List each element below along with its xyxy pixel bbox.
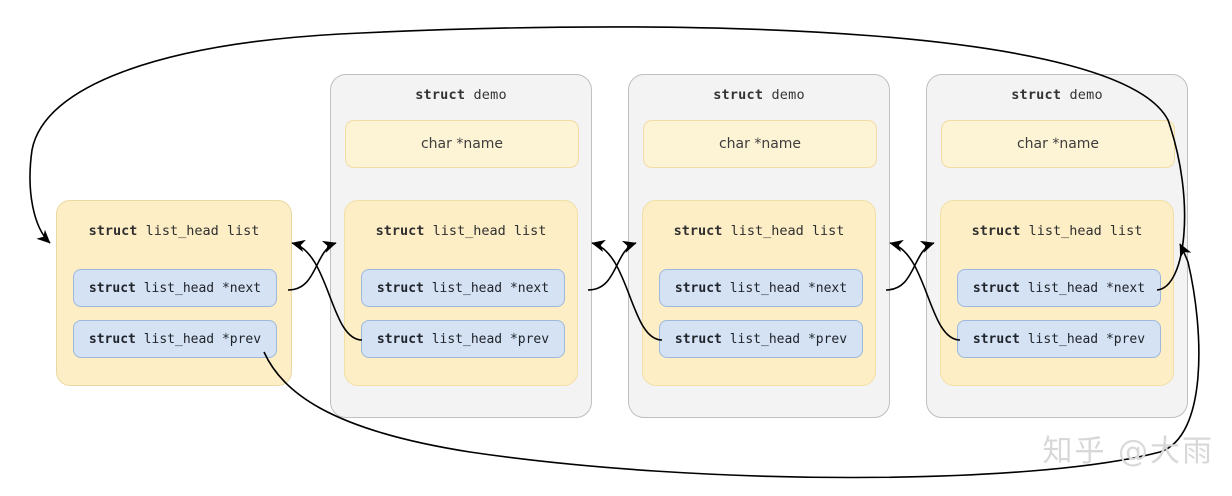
demo-node-2-list-head-title: struct list_head list	[643, 223, 875, 239]
demo-node-1-prev-label: list_head *prev	[431, 331, 550, 347]
demo-node-1-next-pointer[interactable]: struct list_head *next	[361, 269, 565, 307]
head-prev-keyword: struct	[88, 331, 136, 347]
demo-node-2-next-label: list_head *next	[729, 280, 848, 296]
demo-node-3-title: struct demo	[927, 87, 1187, 103]
demo-node-2-name-field[interactable]: char *name	[643, 120, 877, 168]
head-next-keyword: struct	[88, 280, 136, 296]
demo-node-3-prev-keyword: struct	[972, 331, 1020, 347]
demo-node-1-prev-keyword: struct	[376, 331, 424, 347]
head-next-label: list_head *next	[143, 280, 262, 296]
demo-node-2-keyword: struct	[713, 87, 764, 103]
demo-node-3-prev-label: list_head *prev	[1027, 331, 1146, 347]
demo-node-2-next-pointer[interactable]: struct list_head *next	[659, 269, 863, 307]
head-prev-label: list_head *prev	[143, 331, 262, 347]
demo-node-3-next-keyword: struct	[972, 280, 1020, 296]
demo-node-1-prev-pointer[interactable]: struct list_head *prev	[361, 320, 565, 358]
head-prev-pointer[interactable]: struct list_head *prev	[73, 320, 277, 358]
demo-node-1-title: struct demo	[331, 87, 591, 103]
demo-node-2-prev-pointer[interactable]: struct list_head *prev	[659, 320, 863, 358]
demo-node-3-typename: demo	[1069, 87, 1103, 103]
demo-node-2-prev-label: list_head *prev	[729, 331, 848, 347]
demo-node-1-next-keyword: struct	[376, 280, 424, 296]
demo-node-3-list-head-keyword: struct	[971, 223, 1021, 239]
demo-node-1-keyword: struct	[415, 87, 466, 103]
watermark: 知乎 @大雨	[1042, 434, 1214, 469]
demo-node-2-list-head-keyword: struct	[673, 223, 723, 239]
demo-node-3-list-head-box[interactable]: struct list_head list struct list_head *…	[940, 200, 1174, 386]
demo-node-1-list-head-box[interactable]: struct list_head list struct list_head *…	[344, 200, 578, 386]
demo-node-1-typename: demo	[473, 87, 507, 103]
demo-node-1-list-head-title: struct list_head list	[345, 223, 577, 239]
demo-node-1-list-head-name: list_head list	[432, 223, 547, 239]
demo-node-3-keyword: struct	[1011, 87, 1062, 103]
demo-node-2-list-head-box[interactable]: struct list_head list struct list_head *…	[642, 200, 876, 386]
demo-node-3-next-pointer[interactable]: struct list_head *next	[957, 269, 1161, 307]
head-list-head-title: struct list_head list	[57, 223, 291, 239]
edge-head-next-to-node1	[287, 240, 337, 291]
head-list-head-box[interactable]: struct list_head list struct list_head *…	[56, 200, 292, 386]
demo-node-2-typename: demo	[771, 87, 805, 103]
head-list-head-name: list_head list	[145, 223, 260, 239]
demo-node-3-list-head-name: list_head list	[1028, 223, 1143, 239]
demo-node-2-title: struct demo	[629, 87, 889, 103]
head-list-head-keyword: struct	[88, 223, 138, 239]
demo-node-1-next-label: list_head *next	[431, 280, 550, 296]
demo-node-2-list-head-name: list_head list	[730, 223, 845, 239]
demo-node-3-prev-pointer[interactable]: struct list_head *prev	[957, 320, 1161, 358]
demo-node-2-prev-keyword: struct	[674, 331, 722, 347]
demo-node-3-next-label: list_head *next	[1027, 280, 1146, 296]
demo-node-1-list-head-keyword: struct	[375, 223, 425, 239]
head-next-pointer[interactable]: struct list_head *next	[73, 269, 277, 307]
demo-node-2-next-keyword: struct	[674, 280, 722, 296]
demo-node-3-name-field[interactable]: char *name	[941, 120, 1175, 168]
demo-node-1-name-field[interactable]: char *name	[345, 120, 579, 168]
demo-node-3-list-head-title: struct list_head list	[941, 223, 1173, 239]
